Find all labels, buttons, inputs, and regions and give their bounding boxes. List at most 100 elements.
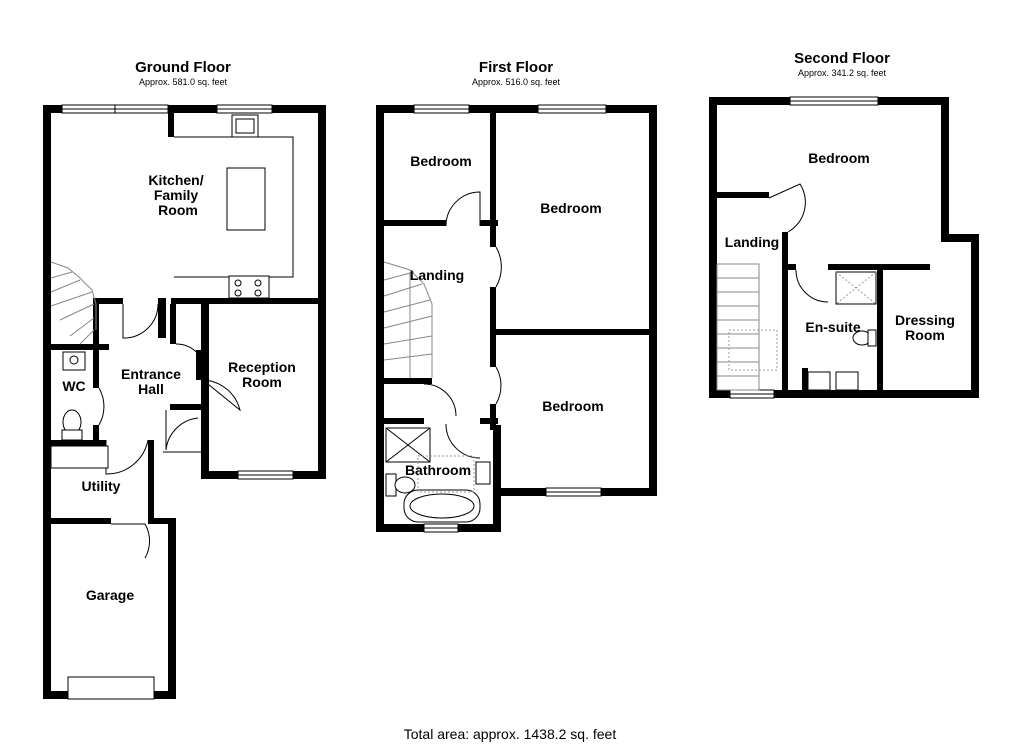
room-label-ff-bedroom-1: Bedroom: [410, 153, 471, 169]
wall: [384, 378, 432, 384]
wall: [93, 350, 99, 388]
room-label-reception-2: Room: [242, 374, 282, 390]
wall: [171, 298, 326, 304]
room-label-sf-bedroom: Bedroom: [808, 150, 869, 166]
door-swing: [105, 439, 149, 475]
door-swing: [202, 379, 241, 412]
wall: [201, 302, 209, 479]
wall: [168, 520, 176, 699]
wall: [828, 264, 930, 270]
wall: [490, 404, 496, 430]
stair-landing: [728, 329, 778, 371]
wall: [43, 105, 326, 113]
wall: [877, 270, 883, 390]
wall: [709, 390, 979, 398]
room-label-kitchen-2: Family: [154, 187, 199, 203]
door-swing: [495, 246, 502, 288]
basin-icon: [475, 461, 491, 485]
door-swing: [175, 343, 207, 375]
door-swing: [795, 269, 829, 303]
kitchen-island: [226, 167, 266, 231]
room-label-kitchen-3: Room: [158, 202, 198, 218]
wall: [196, 350, 202, 380]
wall: [376, 105, 657, 113]
room-label-kitchen-1: Kitchen/: [148, 172, 203, 188]
door-swing: [423, 383, 457, 417]
floor-area-ground: Approx. 581.0 sq. feet: [139, 77, 228, 87]
wall: [709, 97, 717, 398]
wall: [51, 440, 106, 446]
staircase-icon: [716, 263, 760, 391]
wall: [941, 97, 949, 242]
wall: [782, 232, 788, 390]
bath-icon: [403, 489, 481, 523]
room-label-entrance-1: Entrance: [121, 366, 181, 382]
wall: [384, 418, 424, 424]
door-swing: [445, 191, 481, 227]
wall: [148, 518, 176, 524]
room-label-ff-landing: Landing: [410, 267, 464, 283]
wall: [51, 344, 109, 350]
wall: [490, 113, 496, 247]
ground-floor: [43, 104, 326, 700]
room-label-wc: WC: [62, 378, 85, 394]
door-swing: [445, 423, 481, 459]
wall: [43, 105, 51, 699]
wall: [480, 220, 498, 226]
wall: [649, 105, 657, 496]
wall: [802, 368, 808, 390]
floor-title-ground: Ground Floor: [135, 59, 231, 76]
basin-icon: [835, 371, 859, 391]
staircase-icon: [50, 261, 97, 345]
wall: [376, 105, 384, 532]
room-label-ff-bedroom-2: Bedroom: [540, 200, 601, 216]
wall: [480, 418, 498, 424]
door-swing: [768, 183, 806, 233]
room-label-garage: Garage: [86, 587, 134, 603]
utility-worktop: [50, 445, 109, 469]
floor-title-first: First Floor: [479, 59, 553, 76]
second-floor: [709, 96, 979, 399]
room-label-reception-1: Reception: [228, 359, 296, 375]
wall: [717, 192, 769, 198]
wall: [496, 329, 657, 335]
staircase-icon: [383, 261, 433, 378]
wall: [51, 518, 111, 524]
door-swing: [165, 410, 199, 451]
room-label-ff-bathroom: Bathroom: [405, 462, 471, 478]
room-label-sf-landing: Landing: [725, 234, 779, 250]
first-floor: [376, 104, 657, 533]
door-swing: [495, 366, 502, 405]
wall: [493, 425, 501, 532]
floor-area-first: Approx. 516.0 sq. feet: [472, 77, 561, 87]
basin-icon: [807, 371, 831, 391]
wall: [318, 105, 326, 479]
wall: [971, 234, 979, 398]
wall: [170, 404, 203, 410]
wall: [148, 440, 154, 524]
room-label-ff-bedroom-3: Bedroom: [542, 398, 603, 414]
wall: [158, 298, 166, 338]
floor-title-second: Second Floor: [794, 50, 890, 67]
basin-icon: [62, 351, 86, 371]
door-swing: [122, 303, 159, 339]
wall: [788, 264, 796, 270]
wall: [170, 304, 176, 344]
wall: [941, 234, 979, 242]
total-area: Total area: approx. 1438.2 sq. feet: [404, 726, 617, 742]
room-label-sf-dressing-2: Room: [905, 327, 945, 343]
garage-door: [67, 676, 155, 700]
door-swing: [98, 387, 105, 426]
wall: [490, 287, 496, 367]
room-label-entrance-2: Hall: [138, 381, 164, 397]
wall: [168, 113, 174, 137]
floor-area-second: Approx. 341.2 sq. feet: [798, 68, 887, 78]
room-label-sf-ensuite: En-suite: [805, 319, 860, 335]
room-label-sf-dressing-1: Dressing: [895, 312, 955, 328]
wall: [93, 298, 123, 304]
hob-icon: [228, 275, 270, 299]
wall: [384, 220, 446, 226]
room-label-utility: Utility: [82, 478, 121, 494]
door-swing: [111, 523, 151, 559]
